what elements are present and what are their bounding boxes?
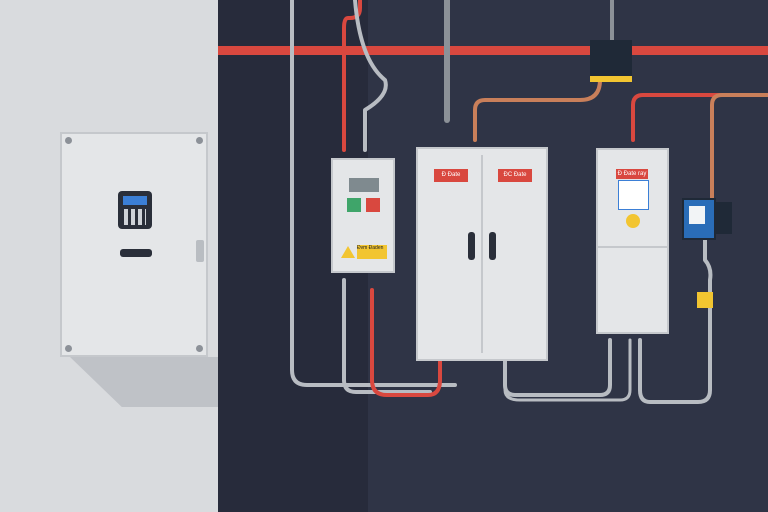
junction-box-top [590, 40, 632, 82]
right-cabinet[interactable]: Ð Ðate ray [596, 148, 669, 334]
meter-box[interactable]: Ðvm Ðaden [331, 158, 395, 273]
screw [196, 345, 203, 352]
red-horizontal-pipe [218, 46, 768, 55]
small-device-blue[interactable] [682, 198, 716, 240]
keypad-buttons [124, 209, 146, 225]
wall-cabinet-left[interactable] [60, 132, 208, 357]
conduit-copper-right [710, 93, 768, 202]
cabinet-label-left: Ð Ðate [434, 169, 468, 182]
conduit-meter-red-down [370, 288, 442, 397]
conduit-copper [473, 78, 602, 142]
double-door-cabinet[interactable]: Ð Ðate ÐC Ðate [416, 147, 548, 361]
meter-warning-label: Ðvm Ðaden [357, 245, 387, 259]
conduit-grey-top [353, 0, 388, 152]
right-cabinet-label: Ð Ðate ray [616, 169, 648, 179]
screw [196, 137, 203, 144]
small-device-switch[interactable] [714, 202, 732, 234]
meter-display [349, 178, 379, 192]
meter-indicator-green [347, 198, 361, 212]
conduit-left-loop [290, 0, 457, 387]
door-handle-right[interactable] [489, 232, 496, 260]
device-screen [689, 206, 705, 224]
meter-indicator-red [366, 198, 380, 212]
warning-triangle-icon [341, 246, 355, 258]
right-cabinet-sticker [618, 180, 649, 210]
conduit-far-right [638, 233, 713, 404]
conduit-red-right [631, 93, 768, 142]
screw [65, 345, 72, 352]
conduit-meter-grey-down [342, 278, 432, 394]
cabinet-label-right: ÐC Ðate [498, 169, 532, 182]
right-cabinet-icon [626, 214, 640, 228]
right-cabinet-split [598, 246, 667, 248]
small-warning-sign [697, 292, 713, 308]
door-divider [481, 155, 483, 353]
screw [65, 137, 72, 144]
side-latch[interactable] [196, 240, 204, 262]
door-handle-left[interactable] [468, 232, 475, 260]
conduit-right-bottom [503, 338, 632, 402]
conduit-red-top [342, 0, 362, 152]
handle-slot[interactable] [120, 249, 152, 257]
keypad-icon[interactable] [118, 191, 152, 229]
display-icon [123, 196, 147, 205]
